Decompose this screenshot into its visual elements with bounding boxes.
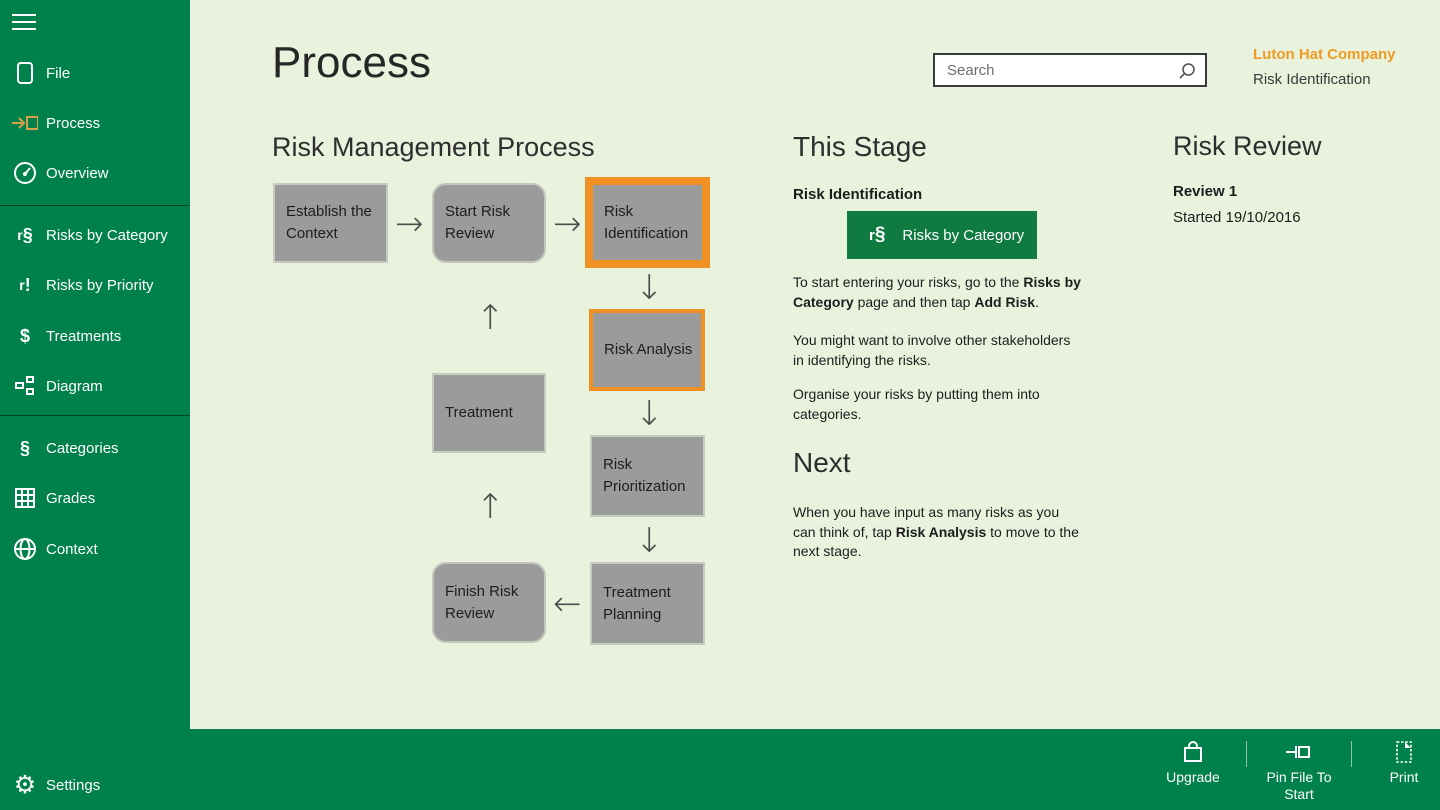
settings-label: Settings [46,776,101,794]
node-treatment[interactable]: Treatment [432,373,546,453]
button-label: Risks by Category [902,226,1025,244]
node-risk-analysis-next[interactable]: Risk Analysis [589,309,705,391]
pin-file-to-start-button[interactable]: Pin File To Start [1254,738,1344,803]
sidebar-divider [0,205,190,206]
process-icon [12,104,38,142]
sidebar-item-label: Diagram [46,377,103,395]
node-establish-the-context[interactable]: Establish the Context [273,183,388,263]
sidebar: File Process Overview r§ Risks by Catego… [0,0,190,810]
flowchart-title: Risk Management Process [272,132,595,162]
sidebar-item-label: Risks by Priority [46,276,154,294]
node-label: Finish Risk Review [445,582,519,622]
risks-by-category-icon: r§ [869,224,886,245]
sidebar-item-context[interactable]: Context [0,530,190,568]
sidebar-divider [0,415,190,416]
arrow-up-icon: ↑ [476,487,505,527]
company-name: Luton Hat Company [1253,46,1396,63]
arrow-down-icon: ↓ [635,268,664,308]
search-icon[interactable] [1178,62,1196,85]
upgrade-button[interactable]: Upgrade [1153,738,1233,786]
review-name: Review 1 [1173,183,1238,200]
arrow-right-icon: → [395,204,424,244]
page-title: Process [272,38,431,87]
node-label: Risk Identification [604,202,689,242]
current-stage-label: Risk Identification [1253,71,1371,88]
command-bar-divider [1351,741,1352,767]
globe-icon [12,530,38,568]
sidebar-item-diagram[interactable]: Diagram [0,367,190,405]
sidebar-item-file[interactable]: File [0,54,190,92]
sidebar-item-treatments[interactable]: $ Treatments [0,317,190,355]
command-bar-divider [1246,741,1247,767]
treatments-icon: $ [19,326,30,346]
gear-icon: ⚙ [13,771,37,799]
shopping-bag-icon [1153,738,1233,766]
arrow-down-icon: ↓ [635,521,664,561]
grid-icon [12,479,38,517]
risks-by-category-button[interactable]: r§ Risks by Category [847,211,1037,259]
node-label: Risk Analysis [604,341,693,359]
pin-label: Pin File To Start [1266,769,1332,802]
sidebar-item-label: Treatments [46,327,122,345]
node-finish-risk-review[interactable]: Finish Risk Review [432,562,546,643]
this-stage-heading: This Stage [793,131,927,162]
sidebar-item-label: Overview [46,164,109,182]
gauge-icon [12,154,38,192]
search-input[interactable] [935,55,1205,85]
command-bar [0,729,1440,810]
risks-by-category-icon: r§ [17,225,33,245]
next-paragraph: When you have input as many risks as you… [793,504,1079,560]
sidebar-item-grades[interactable]: Grades [0,479,190,517]
node-label: Risk Prioritization [603,456,686,495]
node-label: Treatment [445,404,513,422]
sidebar-item-risks-by-category[interactable]: r§ Risks by Category [0,216,190,254]
search-box [933,53,1207,87]
node-start-risk-review[interactable]: Start Risk Review [432,183,546,263]
arrow-down-icon: ↓ [635,394,664,434]
print-label: Print [1389,769,1419,785]
node-risk-identification-current[interactable]: Risk Identification [585,177,710,268]
arrow-up-icon: ↑ [476,298,505,338]
sidebar-item-process[interactable]: Process [0,104,190,142]
sidebar-item-overview[interactable]: Overview [0,154,190,192]
review-started-date: Started 19/10/2016 [1173,209,1301,226]
hamburger-menu-icon[interactable] [12,14,36,32]
sidebar-item-label: Grades [46,489,96,507]
diagram-icon [12,367,38,405]
risks-by-priority-icon: r! [19,275,31,295]
sidebar-item-risks-by-priority[interactable]: r! Risks by Priority [0,266,190,304]
sidebar-item-label: Categories [46,439,119,457]
stage-name: Risk Identification [793,186,923,203]
node-treatment-planning[interactable]: Treatment Planning [590,562,705,645]
instruction-paragraph: To start entering your risks, go to the … [793,274,1081,310]
node-label: Start Risk Review [445,203,511,242]
instruction-paragraph: Organise your risks by putting them into… [793,386,1040,422]
next-heading: Next [793,447,851,478]
node-label: Establish the Context [286,203,372,242]
file-icon [12,54,38,92]
sidebar-item-label: Process [46,114,101,132]
arrow-left-icon: ← [553,584,582,624]
node-label: Treatment Planning [603,583,671,623]
print-document-icon [1369,738,1439,766]
node-risk-prioritization[interactable]: Risk Prioritization [590,435,705,517]
settings-button[interactable]: ⚙ Settings [0,766,190,804]
print-button[interactable]: Print [1369,738,1439,786]
categories-icon: § [19,438,30,458]
sidebar-item-label: Risks by Category [46,226,168,244]
risk-review-heading: Risk Review [1173,131,1322,161]
sidebar-item-label: Context [46,540,98,558]
upgrade-label: Upgrade [1166,769,1220,785]
instruction-paragraph: You might want to involve other stakehol… [793,332,1071,368]
arrow-right-icon: → [553,204,582,244]
pushpin-icon [1254,738,1344,766]
sidebar-item-label: File [46,64,71,82]
sidebar-item-categories[interactable]: § Categories [0,429,190,467]
